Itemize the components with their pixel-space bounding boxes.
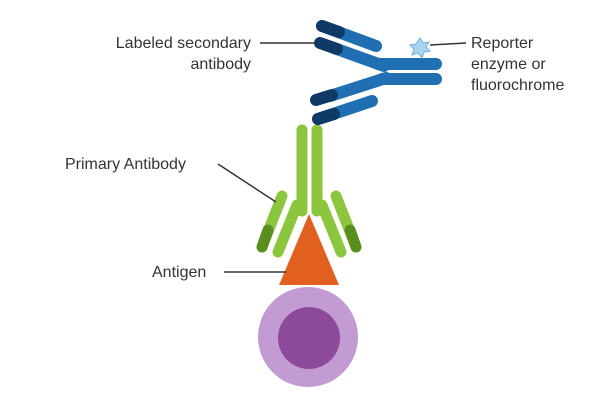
reporter-label: Reporter enzyme or fluorochrome	[471, 33, 564, 96]
reporter-label-line1: Reporter	[471, 35, 534, 52]
secondary-antibody-arm-lower-tip-b	[312, 108, 340, 125]
primary-antibody-leader-line	[217, 163, 277, 203]
primary-antibody-arm-left-inner	[272, 199, 303, 258]
secondary-antibody-arm-lower-tip-a	[310, 89, 338, 106]
antigen-triangle	[279, 214, 339, 285]
primary-antibody-arm-left-tip	[256, 224, 274, 253]
secondary-antibody-label-line1: Labeled secondary	[115, 35, 251, 52]
primary-antibody-arm-right-tip	[344, 224, 362, 253]
secondary-antibody-arm-lower-inner	[324, 72, 392, 102]
secondary-antibody-label-line2: antibody	[190, 56, 252, 73]
reporter-label-line3: fluorochrome	[471, 77, 565, 94]
star-burst-icon	[408, 37, 432, 60]
secondary-antibody-label: Labeled secondary antibody	[116, 33, 251, 75]
reporter-leader-line	[429, 42, 467, 46]
primary-antibody-label: Primary Antibody	[65, 156, 186, 173]
cell-nucleus	[278, 307, 340, 369]
primary-antibody-arm-right-inner	[316, 199, 347, 258]
secondary-antibody-arm-upper-tip-a	[314, 37, 343, 55]
reporter-label-line2: enzyme or	[471, 56, 546, 73]
secondary-antibody-arm-upper-tip-b	[316, 20, 345, 38]
antigen-label: Antigen	[152, 264, 207, 281]
